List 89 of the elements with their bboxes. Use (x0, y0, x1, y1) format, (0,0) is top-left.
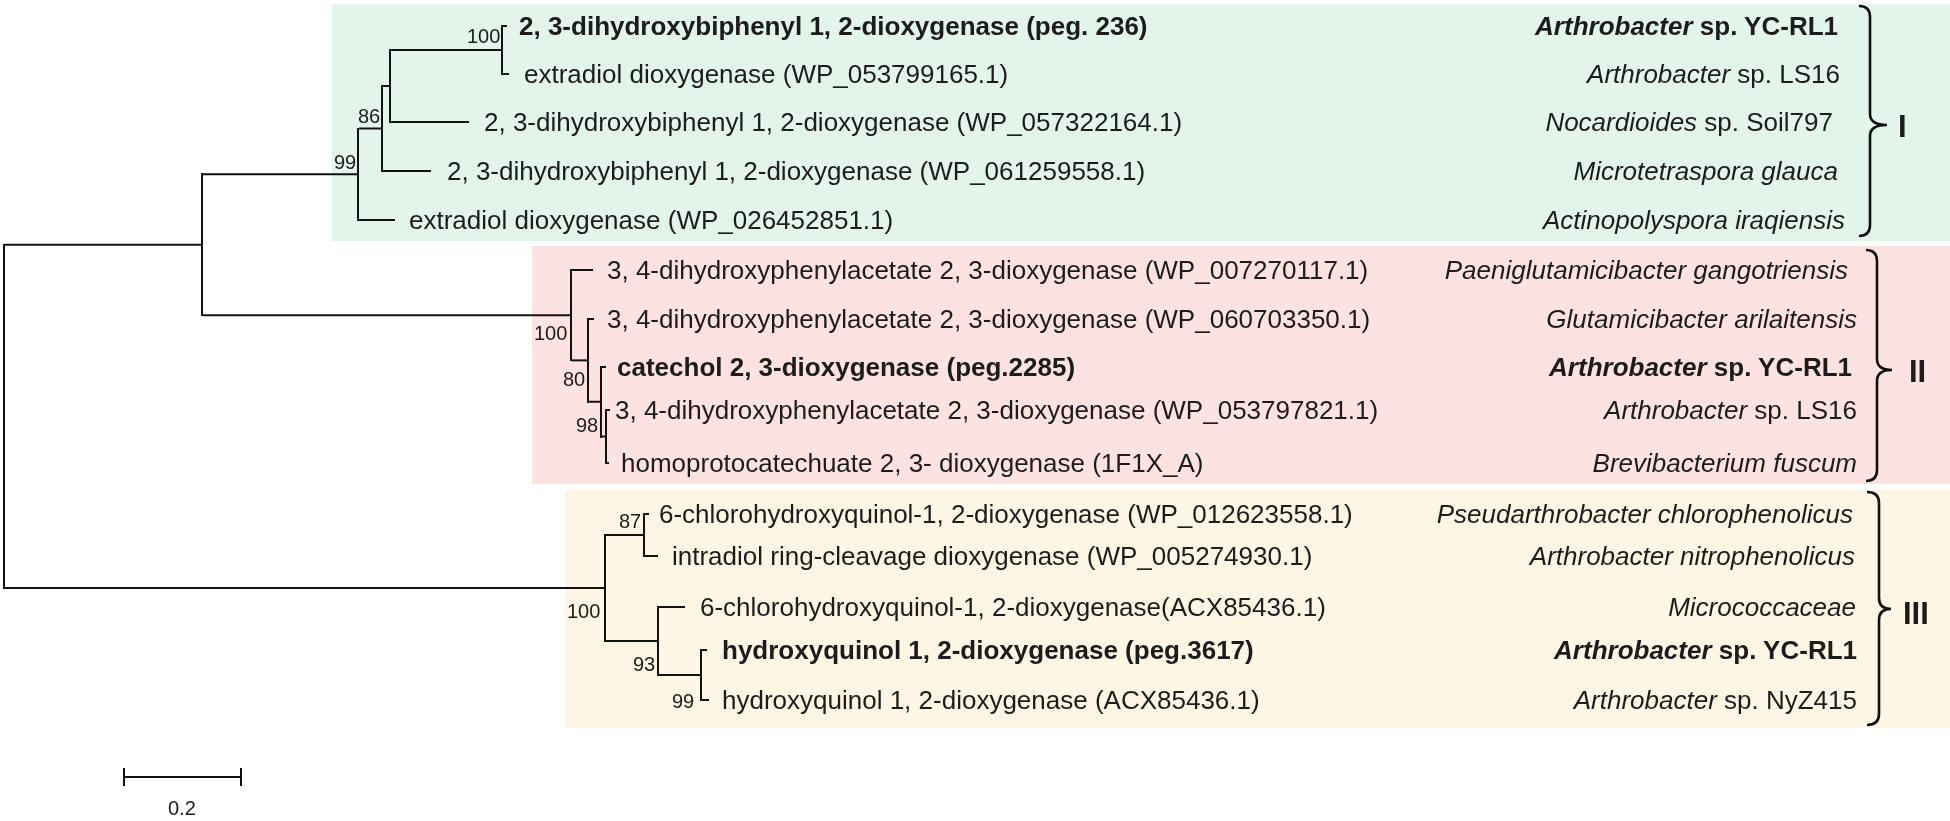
tree-branch (571, 269, 594, 271)
junction-line (700, 649, 702, 701)
species-name: Microtetraspora glauca (1573, 156, 1838, 186)
tree-branch (571, 359, 588, 362)
tree-branch (4, 587, 605, 589)
bootstrap-value: 80 (563, 369, 586, 389)
tree-branch (588, 318, 595, 320)
bootstrap-value: 100 (467, 26, 501, 46)
tree-branch (382, 85, 390, 87)
tree-branch (658, 606, 686, 608)
tree-branch (358, 219, 396, 221)
junction-line (381, 85, 383, 172)
junction-line (389, 49, 391, 123)
tree-branch (502, 25, 508, 27)
protein-name: intradiol ring-cleavage dioxygenase (WP_005274930.1) (672, 541, 1313, 571)
clade-numeral: I (1898, 110, 1907, 144)
species-name: Micrococcaceae (1668, 592, 1856, 622)
bootstrap-value: 98 (576, 415, 599, 435)
tree-branch (202, 173, 358, 176)
species-name: Arthrobacter sp. YC-RL1 (1549, 352, 1852, 382)
tree-branch (605, 534, 644, 536)
junction-line (501, 25, 503, 75)
species-name: Arthrobacter sp. LS16 (1587, 59, 1840, 89)
bootstrap-value: 99 (334, 152, 357, 172)
species-name: Brevibacterium fuscum (1592, 448, 1857, 478)
species-name: Glutamicibacter arilaitensis (1546, 304, 1857, 334)
protein-name: 3, 4-dihydroxyphenylacetate 2, 3-dioxygenase (WP_007270117.1) (607, 255, 1369, 285)
protein-name: extradiol dioxygenase (WP_053799165.1) (524, 59, 1009, 89)
bootstrap-value: 87 (619, 511, 642, 531)
junction-line (657, 606, 659, 676)
tree-branch (502, 73, 510, 75)
bootstrap-value: 99 (672, 691, 695, 711)
tree-branch (382, 170, 432, 172)
tree-branch (644, 555, 659, 557)
tree-branch (701, 649, 708, 651)
junction-line (357, 127, 359, 221)
protein-name: catechol 2, 3-dioxygenase (peg.2285) (617, 352, 1076, 382)
scale-value: 0.2 (168, 798, 196, 818)
junction-line (587, 318, 589, 403)
tree-branch (644, 513, 650, 515)
bootstrap-value: 100 (567, 601, 601, 621)
clade-numeral: III (1903, 597, 1929, 631)
junction-line (604, 534, 606, 642)
tree-branch (588, 400, 601, 403)
species-name: Nocardioides sp. Soil797 (1545, 107, 1833, 137)
junction-line (600, 366, 602, 438)
protein-name: hydroxyquinol 1, 2-dioxygenase (ACX85436.1) (722, 685, 1260, 715)
protein-name: homoprotocatechuate 2, 3- dioxygenase (1F1X_A) (621, 448, 1204, 478)
bootstrap-value: 100 (534, 323, 568, 343)
tree-branch (390, 49, 502, 51)
species-name: Arthrobacter sp. LS16 (1604, 395, 1857, 425)
protein-name: 2, 3-dihydroxybiphenyl 1, 2-dioxygenase (peg. 236) (519, 11, 1148, 41)
tree-branch (605, 640, 658, 642)
protein-name: 6-chlorohydroxyquinol-1, 2-dioxygenase (WP_012623558.1) (659, 499, 1353, 529)
junction-line (201, 173, 203, 317)
clade-numeral: II (1909, 355, 1927, 389)
species-name: Paeniglutamicibacter gangotriensis (1444, 255, 1848, 285)
bootstrap-value: 93 (633, 654, 656, 674)
junction-line (3, 243, 5, 589)
protein-name: hydroxyquinol 1, 2-dioxygenase (peg.3617) (722, 635, 1254, 665)
clade-band (332, 4, 1950, 241)
protein-name: 3, 4-dihydroxyphenylacetate 2, 3-dioxygenase (WP_060703350.1) (607, 304, 1371, 334)
junction-line (643, 513, 645, 557)
species-name: Pseudarthrobacter chlorophenolicus (1436, 499, 1853, 529)
species-name: Arthrobacter sp. YC-RL1 (1554, 635, 1857, 665)
tree-branch (4, 243, 202, 246)
junction-line (570, 269, 572, 362)
tree-branch (606, 462, 610, 464)
species-name: Arthrobacter nitrophenolicus (1529, 541, 1855, 571)
junction-line (605, 409, 607, 464)
clade-band (565, 490, 1950, 728)
species-name: Arthrobacter sp. YC-RL1 (1535, 11, 1838, 41)
tree-branch (701, 699, 710, 701)
tree-branch (601, 366, 607, 368)
protein-name: 2, 3-dihydroxybiphenyl 1, 2-dioxygenase (WP_057322164.1) (484, 107, 1183, 137)
protein-name: 2, 3-dihydroxybiphenyl 1, 2-dioxygenase (WP_061259558.1) (447, 156, 1146, 186)
tree-branch (390, 121, 470, 123)
protein-name: 6-chlorohydroxyquinol-1, 2-dioxygenase(ACX85436.1) (700, 592, 1326, 622)
species-name: Actinopolyspora iraqiensis (1542, 205, 1845, 235)
protein-name: extradiol dioxygenase (WP_026452851.1) (409, 205, 894, 235)
clade-band (532, 246, 1950, 484)
tree-branch (606, 409, 611, 411)
tree-branch (358, 127, 382, 130)
tree-branch (202, 314, 571, 317)
tree-branch (601, 435, 606, 438)
protein-name: 3, 4-dihydroxyphenylacetate 2, 3-dioxygenase (WP_053797821.1) (615, 395, 1379, 425)
bootstrap-value: 86 (358, 106, 381, 126)
tree-branch (658, 674, 701, 676)
species-name: Arthrobacter sp. NyZ415 (1573, 685, 1857, 715)
